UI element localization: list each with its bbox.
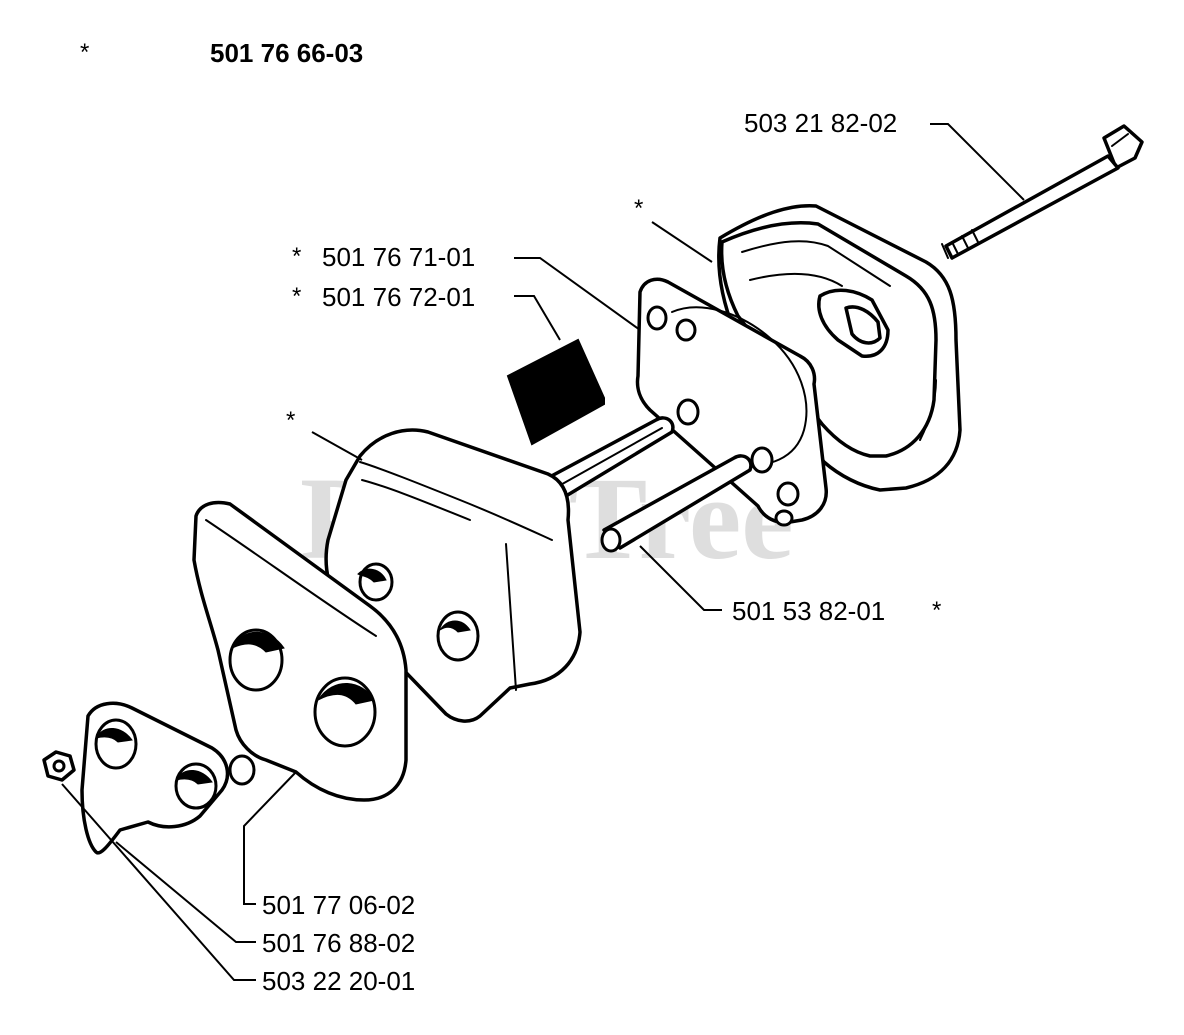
pin-drawing <box>542 416 753 553</box>
cover-asterisk: * <box>634 195 643 222</box>
header-asterisk: * <box>80 39 89 66</box>
bracket-drawing <box>80 701 230 855</box>
long-bolt-drawing <box>941 124 1144 260</box>
nut-drawing <box>42 750 76 782</box>
cover-housing-drawing <box>717 204 962 492</box>
gasket-drawing <box>635 277 828 527</box>
leader-lines <box>61 123 1025 981</box>
front-plate-drawing <box>192 500 408 802</box>
assembly-number: 501 76 66-03 <box>210 38 363 68</box>
part-number-bolt: 503 21 82-02 <box>744 108 897 138</box>
filter-asterisk: * <box>292 283 301 310</box>
part-number-bracket: 501 76 88-02 <box>262 928 415 958</box>
part-number-filter: 501 76 72-01 <box>322 282 475 312</box>
part-number-pin: 501 53 82-01 <box>732 596 885 626</box>
part-number-nut: 503 22 20-01 <box>262 966 415 996</box>
pin-asterisk: * <box>932 597 941 624</box>
filter-element-drawing <box>506 338 605 446</box>
part-number-plate: 501 77 06-02 <box>262 890 415 920</box>
part-number-gasket: 501 76 71-01 <box>322 242 475 272</box>
body-asterisk: * <box>286 407 295 434</box>
callout-labels: 503 21 82-02 * * 501 76 71-01 * 501 76 7… <box>262 108 941 996</box>
gasket-asterisk: * <box>292 243 301 270</box>
